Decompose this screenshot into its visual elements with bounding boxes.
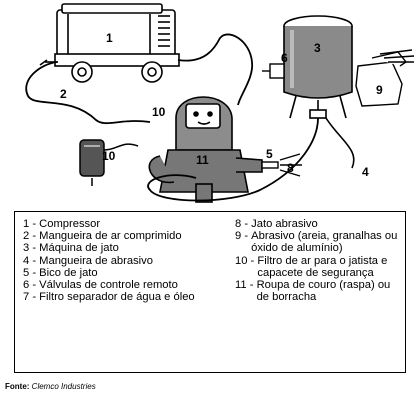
legend-number: 8 - xyxy=(235,218,252,230)
legend-number: 4 - xyxy=(23,254,40,267)
air-filter-drawing xyxy=(79,139,139,186)
legend-item: 8 - Jato abrasivo xyxy=(235,218,401,230)
legend-number: 1 - xyxy=(23,218,40,230)
legend-number: 6 - xyxy=(23,279,40,292)
sandblasting-equipment-illustration: 1 2 3 4 5 6 8 9 10 10 11 xyxy=(25,3,415,203)
legend-item: 5 - Bico de jato xyxy=(23,267,237,279)
legend-label: Mangueira de ar comprimido xyxy=(39,230,182,243)
legend-box: 1 - Compressor 2 - Mangueira de ar compr… xyxy=(14,211,406,373)
callout-5: 5 xyxy=(266,147,273,161)
legend-item: 3 - Máquina de jato xyxy=(23,242,237,254)
callout-8: 8 xyxy=(287,161,294,175)
legend-label: Compressor xyxy=(39,218,101,230)
legend-label: Filtro de ar para o jatista e capacete d… xyxy=(257,254,388,279)
operator-drawing xyxy=(148,96,263,203)
callout-10-helmet: 10 xyxy=(152,105,166,119)
source-name: Clemco Industries xyxy=(31,382,96,391)
legend-column-left: 1 - Compressor 2 - Mangueira de ar compr… xyxy=(23,218,237,303)
callout-10-filter: 10 xyxy=(102,149,116,163)
legend-item: 9 - Abrasivo (areia, granalhas ou óxido … xyxy=(235,230,401,254)
legend-label: Mangueira de abrasivo xyxy=(39,254,153,267)
legend-label: Roupa de couro (raspa) ou de borracha xyxy=(256,279,391,304)
legend-number: 5 - xyxy=(23,266,40,279)
legend-column-right: 8 - Jato abrasivo 9 - Abrasivo (areia, g… xyxy=(235,218,401,303)
source-prefix: Fonte: xyxy=(5,382,32,391)
source-caption: Fonte: Clemco Industries xyxy=(5,382,96,391)
compressor-drawing xyxy=(39,3,180,83)
callout-3: 3 xyxy=(314,41,321,55)
legend-number: 11 - xyxy=(235,279,257,292)
legend-item: 1 - Compressor xyxy=(23,218,237,230)
legend-item: 7 - Filtro separador de água e óleo xyxy=(23,291,237,303)
abrasive-hose-line xyxy=(147,117,319,202)
legend-number: 2 - xyxy=(23,230,40,243)
legend-label: Abrasivo (areia, granalhas ou óxido de a… xyxy=(251,230,398,255)
legend-number: 7 - xyxy=(23,291,40,304)
blast-machine-drawing xyxy=(283,15,353,119)
remote-valve-drawing xyxy=(262,63,285,79)
legend-label: Jato abrasivo xyxy=(251,218,318,230)
legend-label: Filtro separador de água e óleo xyxy=(39,291,195,304)
abrasive-bag-drawing xyxy=(355,49,415,107)
legend-item: 4 - Mangueira de abrasivo xyxy=(23,255,237,267)
air-hose-line xyxy=(177,33,253,106)
legend-item: 6 - Válvulas de controle remoto xyxy=(23,279,237,291)
callout-4: 4 xyxy=(362,165,369,179)
legend-item: 2 - Mangueira de ar comprimido xyxy=(23,230,237,242)
callout-9: 9 xyxy=(376,83,383,97)
callout-11: 11 xyxy=(196,153,209,167)
callout-1: 1 xyxy=(106,31,113,45)
legend-number: 10 - xyxy=(235,254,258,267)
nozzle-and-jet-drawing xyxy=(261,153,302,177)
legend-number: 9 - xyxy=(235,230,252,243)
legend-label: Válvulas de controle remoto xyxy=(39,279,178,292)
legend-item: 11 - Roupa de couro (raspa) ou de borrac… xyxy=(235,279,401,303)
legend-item: 10 - Filtro de ar para o jatista e capac… xyxy=(235,255,401,279)
legend-label: Bico de jato xyxy=(39,266,98,279)
legend-label: Máquina de jato xyxy=(39,242,119,255)
legend-number: 3 - xyxy=(23,242,40,255)
callout-2: 2 xyxy=(60,87,67,101)
callout-6: 6 xyxy=(281,51,288,65)
